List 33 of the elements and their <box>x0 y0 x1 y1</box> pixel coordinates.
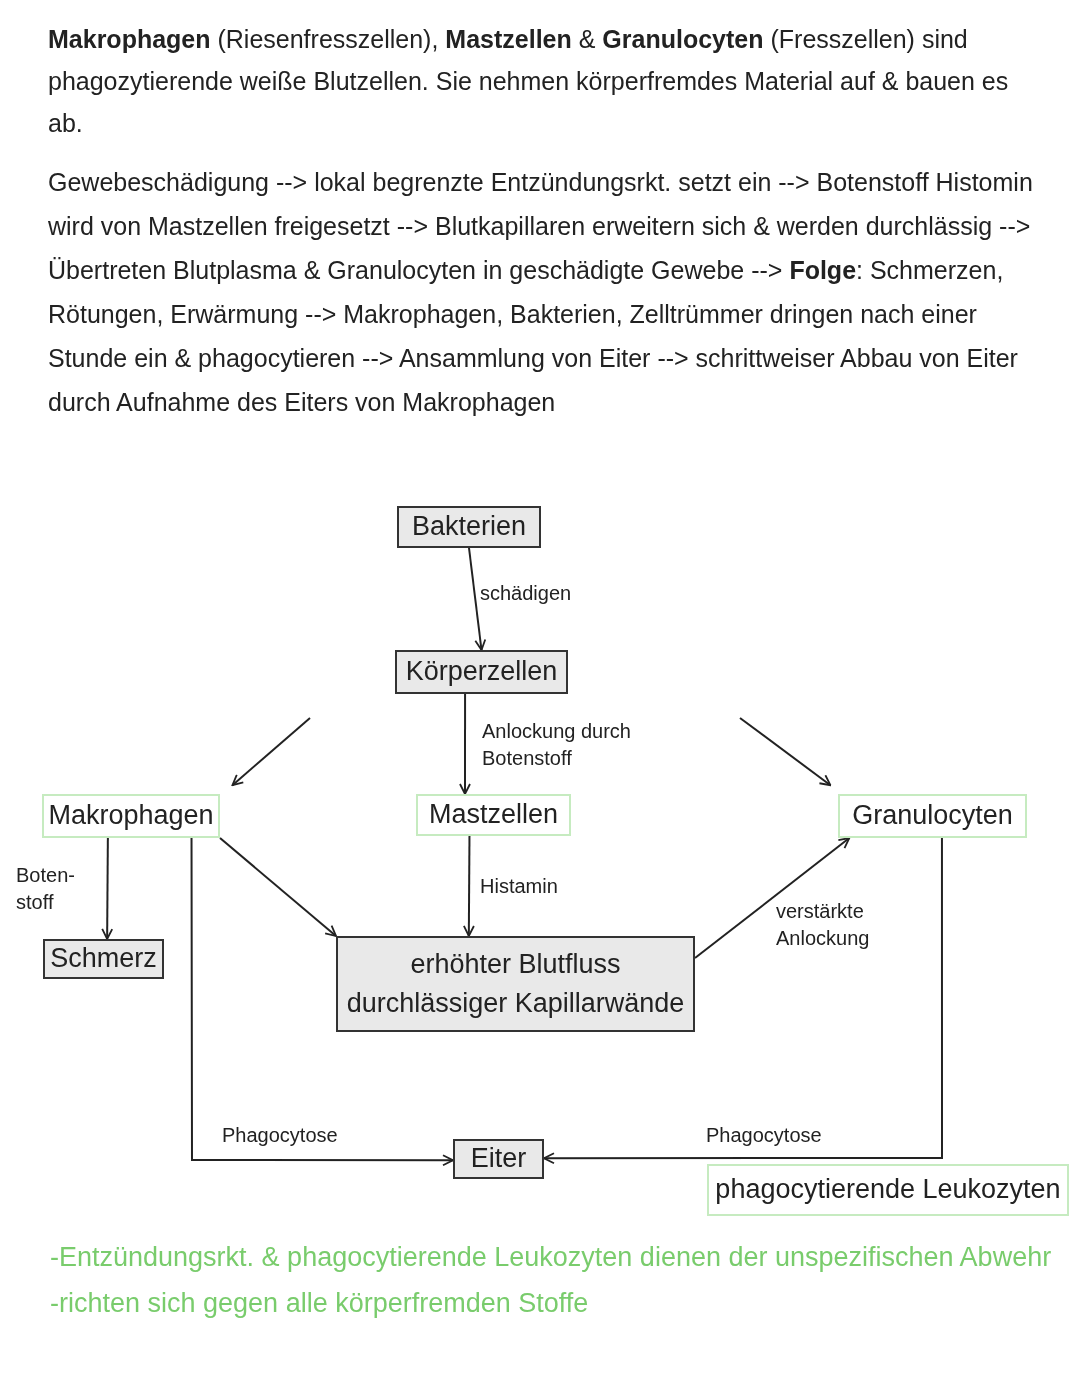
arrow <box>101 837 114 940</box>
concept-box <box>336 936 695 1032</box>
process-paragraph: Gewebeschädigung --> lokal begrenzte Entzündungsrkt. setzt ein --> Botenstoff Histomin wird von Mastzellen freigesetzt --> Blutkapillaren erweitern sich & werden durchlässig --> Übertreten Blutplasma & Granulocyten in geschädigte Gewebe --> Folge: Schmerzen, Rötungen, Erwärmung --> Makrophagen, Bakterien, Zelltrümmer dringen nach einer Stunde ein & phagocytieren --> Ansammlung von Eiter --> schrittweiser Abbau von Eiter durch Aufnahme des Eiters von Makrophagen <box>48 167 1034 418</box>
box-text: Bakterien <box>411 510 527 544</box>
concept-box <box>42 794 220 838</box>
concept-box <box>395 650 568 694</box>
arrow <box>231 717 311 787</box>
box-text: Schmerz <box>50 942 157 976</box>
box-text: Mastzellen <box>428 798 559 832</box>
box-text: erhöhter Blutfluss <box>410 947 621 981</box>
concept-box <box>838 794 1027 838</box>
arrow <box>219 837 337 937</box>
concept-box <box>397 506 541 548</box>
arrow <box>739 717 832 787</box>
summary-note: -richten sich gegen alle körperfremden Stoffe <box>50 1288 589 1319</box>
concept-box <box>416 794 571 836</box>
box-text: durchlässiger Kapillarwände <box>346 987 685 1020</box>
box-text: Körperzellen <box>405 655 558 689</box>
box-text: Makrophagen <box>48 799 214 833</box>
box-text: Eiter <box>470 1142 527 1176</box>
box-text: phagocytierende Leukozyten <box>715 1173 1061 1207</box>
box-text: Granulocyten <box>852 799 1013 833</box>
arrow <box>463 835 475 937</box>
arrow <box>543 837 943 1165</box>
concept-box <box>707 1164 1069 1216</box>
arrow <box>468 547 487 651</box>
intro-paragraph: Makrophagen (Riesenfresszellen), Mastzellen & Granulocyten (Fresszellen) sind phagozytierende weiße Blutzellen. Sie nehmen körperfremdes Material auf & bauen es ab. <box>48 24 1010 139</box>
arrow <box>190 837 454 1167</box>
summary-note: -Entzündungsrkt. & phagocytierende Leukozyten dienen der unspezifischen Abwehr <box>50 1242 1052 1273</box>
concept-box <box>453 1139 544 1179</box>
arrow <box>694 837 851 960</box>
arrow <box>459 693 471 795</box>
concept-box <box>43 939 164 979</box>
